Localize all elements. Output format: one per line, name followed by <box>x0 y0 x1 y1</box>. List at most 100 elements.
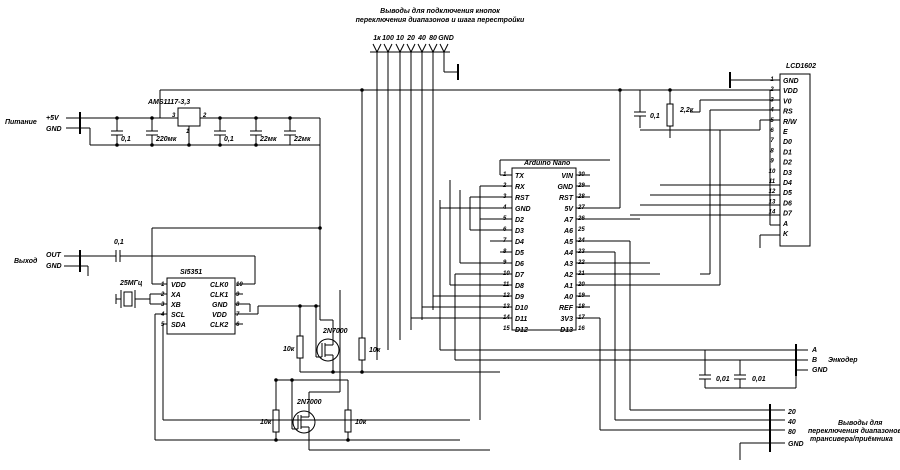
header-pin-80: 80 <box>429 35 437 42</box>
si5351-pin-name: XB <box>170 302 181 309</box>
resistors-level <box>272 90 500 451</box>
encoder-pin-a: A <box>811 347 817 354</box>
output-section: Выход OUT GND 0,1 <box>14 239 256 285</box>
lcd-pin-name: A <box>782 221 788 228</box>
si5351-pin-num: 1 <box>161 282 165 288</box>
arduino-pin-name: D7 <box>515 272 525 279</box>
crystal-label: 25МГц <box>119 280 143 287</box>
si5351-pin-num: 4 <box>160 312 165 318</box>
arduino-pin-name: A5 <box>563 239 573 246</box>
power-gnd-label: GND <box>46 126 62 133</box>
band-title-line2: переключения диапазонов <box>808 427 900 435</box>
arduino-pin-num: 16 <box>578 326 585 332</box>
arduino-pin-name: VIN <box>561 173 574 180</box>
lcd-pin-name: RS <box>783 109 793 116</box>
arduino-pin-name: D13 <box>560 327 573 334</box>
arduino-pin-name: GND <box>515 206 531 213</box>
lcd-pin-num: 13 <box>769 199 776 205</box>
encoder-connector: Энкодер A B GND 0,01 0,01 <box>439 216 858 389</box>
arduino-pin-name: D4 <box>515 239 524 246</box>
lcd-pin-num: 7 <box>770 138 774 144</box>
arduino-pin-name: RX <box>515 184 526 191</box>
si5351-pin-name: CLK0 <box>210 282 228 289</box>
band-pin-gnd: GND <box>788 441 804 448</box>
si5351-pin-name: VDD <box>212 312 227 319</box>
encoder-title: Энкодер <box>828 356 858 364</box>
encoder-pin-b: B <box>812 357 817 364</box>
arduino-pin-name: D12 <box>515 327 528 334</box>
arduino-pin-name: A1 <box>563 283 573 290</box>
regulator-body <box>177 107 201 127</box>
si5351-pin-num: 6 <box>236 322 240 328</box>
button-connector-header: Выводы для подключения кнопок переключен… <box>356 7 525 360</box>
power-section: Питание +5V GND AMS1117-3,3 3 2 1 <box>5 88 780 320</box>
arduino-pin-name: D3 <box>515 228 524 235</box>
trim-cap-label: 0,1 <box>650 113 660 120</box>
lcd-pin-name: D1 <box>783 149 792 156</box>
output-title: Выход <box>14 257 38 265</box>
power-title: Питание <box>5 119 37 126</box>
lcd-pin-num: 11 <box>769 179 776 185</box>
lcd-pin-name: D6 <box>783 200 792 207</box>
arduino-pin-name: 5V <box>564 206 574 213</box>
si5351-pin-num: 2 <box>160 292 165 298</box>
lcd-pin-name: D5 <box>783 190 792 197</box>
lcd-title: LCD1602 <box>786 63 816 70</box>
lcd-pin-name: R/W <box>783 119 798 126</box>
arduino-pin-name: A0 <box>563 294 573 301</box>
resistor-3-label: 10к <box>260 419 272 426</box>
arduino-pin-name: D8 <box>515 283 524 290</box>
arduino-pin-name: REF <box>559 305 574 312</box>
resistor-5-label: 2,2к <box>679 107 694 114</box>
transistor-1-symbol <box>316 335 340 365</box>
lcd-pin-num: 4 <box>769 108 774 114</box>
header-connector-wires <box>370 43 459 360</box>
cap-c3-label: 0,1 <box>224 136 234 143</box>
regulator-pin-in: 3 <box>172 113 176 119</box>
arduino-pin-name: D9 <box>515 294 524 301</box>
arduino-wires <box>411 90 770 431</box>
lcd-pin-name: D3 <box>783 170 792 177</box>
cap-c1-label: 0,1 <box>121 136 131 143</box>
arduino-pin-name: TX <box>515 173 525 180</box>
lcd-pin-name: V0 <box>783 98 792 105</box>
resistor-2-label: 10к <box>369 347 381 354</box>
regulator: AMS1117-3,3 3 2 1 <box>147 99 207 145</box>
resistor-4-label: 10к <box>355 419 367 426</box>
header-pin-gnd: GND <box>438 35 454 42</box>
output-wires <box>64 250 256 285</box>
band-pin-40: 40 <box>787 419 796 426</box>
band-title-line3: трансивера/приёмника <box>810 436 893 443</box>
lcd-pin-num: 8 <box>770 148 774 154</box>
arduino-pin-name: A7 <box>563 217 574 224</box>
si5351-right-pins: 10 CLK0 9 CLK1 8 GND 7 VDD 6 CLK2 <box>210 282 243 329</box>
si5351-pin-num: 8 <box>236 302 240 308</box>
si5351-pin-name: VDD <box>171 282 186 289</box>
lcd-pin-name: GND <box>783 78 799 85</box>
lcd-pin-num: 5 <box>770 118 774 124</box>
lcd-pin-num: 14 <box>769 210 776 216</box>
si5351-pin-num: 3 <box>161 302 165 308</box>
band-pin-20: 20 <box>787 409 796 416</box>
encoder-pin-gnd: GND <box>812 367 828 374</box>
arduino-pin-num: 25 <box>577 227 585 233</box>
regulator-pin-gnd: 1 <box>186 129 190 135</box>
lcd-pin-name: D2 <box>783 160 792 167</box>
crystal: 25МГц <box>115 280 150 308</box>
lcd-pin-name: VDD <box>783 88 798 95</box>
si5351-pin-num: 9 <box>236 292 240 298</box>
si5351-title: SI5351 <box>180 269 202 276</box>
header-pin-20: 20 <box>406 35 415 42</box>
cap-c5-label: 22мк <box>293 136 311 143</box>
lcd-pin-name: D4 <box>783 180 792 187</box>
band-title-line1: Выводы для <box>838 419 882 427</box>
si5351-pin-num: 7 <box>236 312 240 318</box>
transistor-2-symbol <box>292 407 316 437</box>
arduino-pin-name: A6 <box>563 228 573 235</box>
power-plus5v-label: +5V <box>46 115 60 122</box>
encoder-cap-1-label: 0,01 <box>716 376 730 383</box>
resistor-1-label: 10к <box>283 346 295 353</box>
band-pin-80: 80 <box>788 429 796 436</box>
